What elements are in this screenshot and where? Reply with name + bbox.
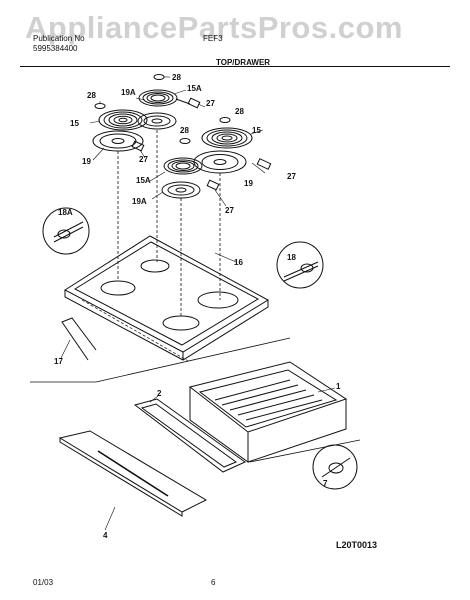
callout-17: 17 bbox=[54, 357, 63, 366]
callout-28-mid: 28 bbox=[180, 126, 189, 135]
drawer-frame bbox=[133, 398, 246, 473]
drawer-body bbox=[188, 361, 348, 463]
surface-element-large-left bbox=[98, 109, 148, 131]
footer-date: 01/03 bbox=[33, 578, 54, 587]
drip-bowl-back-left bbox=[137, 112, 177, 130]
lift-rod bbox=[61, 317, 97, 361]
trim-ring-28-right bbox=[219, 117, 231, 123]
callout-18a: 18A bbox=[58, 208, 73, 217]
callout-19a-top: 19A bbox=[121, 88, 136, 97]
callout-27-b: 27 bbox=[139, 155, 148, 164]
callout-15a-mid: 15A bbox=[136, 176, 151, 185]
header-rule bbox=[20, 66, 450, 67]
callout-19a-mid: 19A bbox=[132, 197, 147, 206]
callout-19-left: 19 bbox=[82, 157, 91, 166]
surface-element-front-left bbox=[163, 157, 203, 175]
section-title: TOP/DRAWER bbox=[216, 58, 271, 67]
receptacle-27-a bbox=[187, 97, 201, 109]
receptacle-27-c bbox=[256, 158, 272, 170]
drip-bowl-large-right bbox=[193, 150, 247, 174]
callout-16: 16 bbox=[234, 258, 243, 267]
diagram-code: L20T0013 bbox=[336, 540, 378, 550]
callout-15a-top: 15A bbox=[187, 84, 202, 93]
receptacle-27-b bbox=[131, 140, 145, 152]
callout-27-a: 27 bbox=[206, 99, 215, 108]
surface-element-back-left bbox=[138, 89, 191, 107]
part-number: 5995384400 bbox=[33, 44, 78, 53]
model-number: FEF3 bbox=[203, 34, 223, 43]
publication-label: Publication No bbox=[33, 34, 85, 43]
callout-7: 7 bbox=[323, 479, 328, 488]
callout-28-top: 28 bbox=[172, 73, 181, 82]
surface-element-large-right bbox=[201, 127, 253, 149]
trim-ring-28-mid bbox=[179, 138, 191, 144]
callout-18: 18 bbox=[287, 253, 296, 262]
callout-1: 1 bbox=[336, 382, 341, 391]
callout-19-right: 19 bbox=[244, 179, 253, 188]
callout-15-right: 15 bbox=[252, 126, 261, 135]
drawer-front-panel bbox=[58, 430, 208, 517]
callout-27-d: 27 bbox=[225, 206, 234, 215]
detail-18-circle bbox=[276, 241, 324, 289]
detail-7-circle bbox=[312, 444, 358, 490]
leader-lines bbox=[60, 76, 336, 531]
drawer-rail-line bbox=[249, 439, 361, 463]
trim-ring-28-top bbox=[153, 74, 165, 80]
callout-15-left: 15 bbox=[70, 119, 79, 128]
watermark-text: AppliancePartsPros.com bbox=[25, 10, 403, 45]
drip-bowl-front-left bbox=[161, 181, 201, 199]
callout-28-left: 28 bbox=[87, 91, 96, 100]
callout-27-c: 27 bbox=[287, 172, 296, 181]
detail-18a-circle bbox=[42, 207, 90, 255]
callout-28-right: 28 bbox=[235, 107, 244, 116]
callout-4: 4 bbox=[103, 531, 108, 540]
receptacle-27-d bbox=[206, 179, 220, 191]
cooktop-panel bbox=[64, 235, 270, 361]
callout-2: 2 bbox=[157, 389, 162, 398]
trim-ring-28-left bbox=[94, 103, 106, 109]
page-number: 6 bbox=[211, 578, 216, 587]
